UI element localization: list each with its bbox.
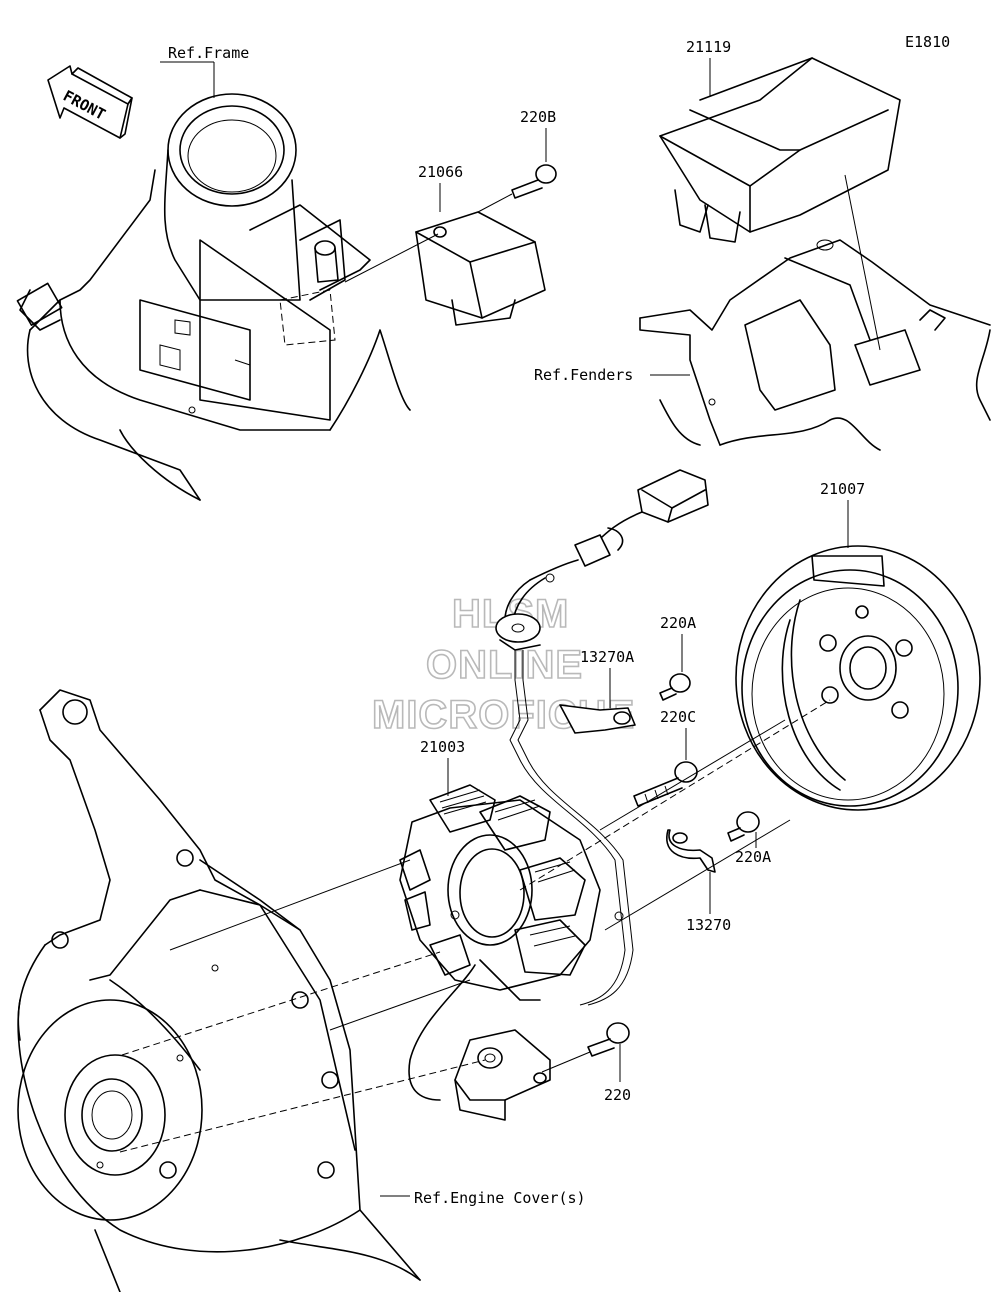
ref-frame-label: Ref.Frame xyxy=(168,44,249,62)
part-220b-label: 220B xyxy=(520,108,556,126)
clip-13270 xyxy=(666,829,716,873)
bolt-220a-top xyxy=(659,673,691,701)
fenders-assembly xyxy=(639,239,991,451)
stator-21003 xyxy=(399,784,601,1101)
alignment-lines xyxy=(119,699,831,1153)
part-21119-label: 21119 xyxy=(686,38,731,56)
flywheel-21007 xyxy=(735,545,981,811)
engine-cover-assembly xyxy=(17,689,421,1292)
part-220c-label: 220C xyxy=(660,708,696,726)
part-21007-label: 21007 xyxy=(820,480,865,498)
relay-21066 xyxy=(344,211,546,326)
plate-13270a xyxy=(559,704,636,734)
part-13270-label: 13270 xyxy=(686,916,731,934)
front-arrow-icon: FRONT xyxy=(47,65,133,139)
ref-engine-cover-label: Ref.Engine Cover(s) xyxy=(414,1189,586,1207)
part-13270a-label: 13270A xyxy=(580,648,634,666)
part-220a-top-label: 220A xyxy=(660,614,696,632)
bolt-220c xyxy=(633,761,698,807)
frame-assembly xyxy=(16,93,411,501)
wire-harness-connector xyxy=(495,469,709,1006)
ref-fenders-label: Ref.Fenders xyxy=(534,366,633,384)
bolt-220a-right xyxy=(727,811,760,842)
part-21066-label: 21066 xyxy=(418,163,463,181)
regulator-21119 xyxy=(659,57,901,351)
bolt-220b xyxy=(477,164,557,213)
svg-text:ONLINE: ONLINE xyxy=(426,643,583,687)
part-220a-right-label: 220A xyxy=(735,848,771,866)
bolt-220 xyxy=(541,1022,630,1073)
part-220-label: 220 xyxy=(604,1086,631,1104)
pickup-coil xyxy=(454,1029,551,1121)
part-21003-label: 21003 xyxy=(420,738,465,756)
diagram-code: E1810 xyxy=(905,33,950,51)
